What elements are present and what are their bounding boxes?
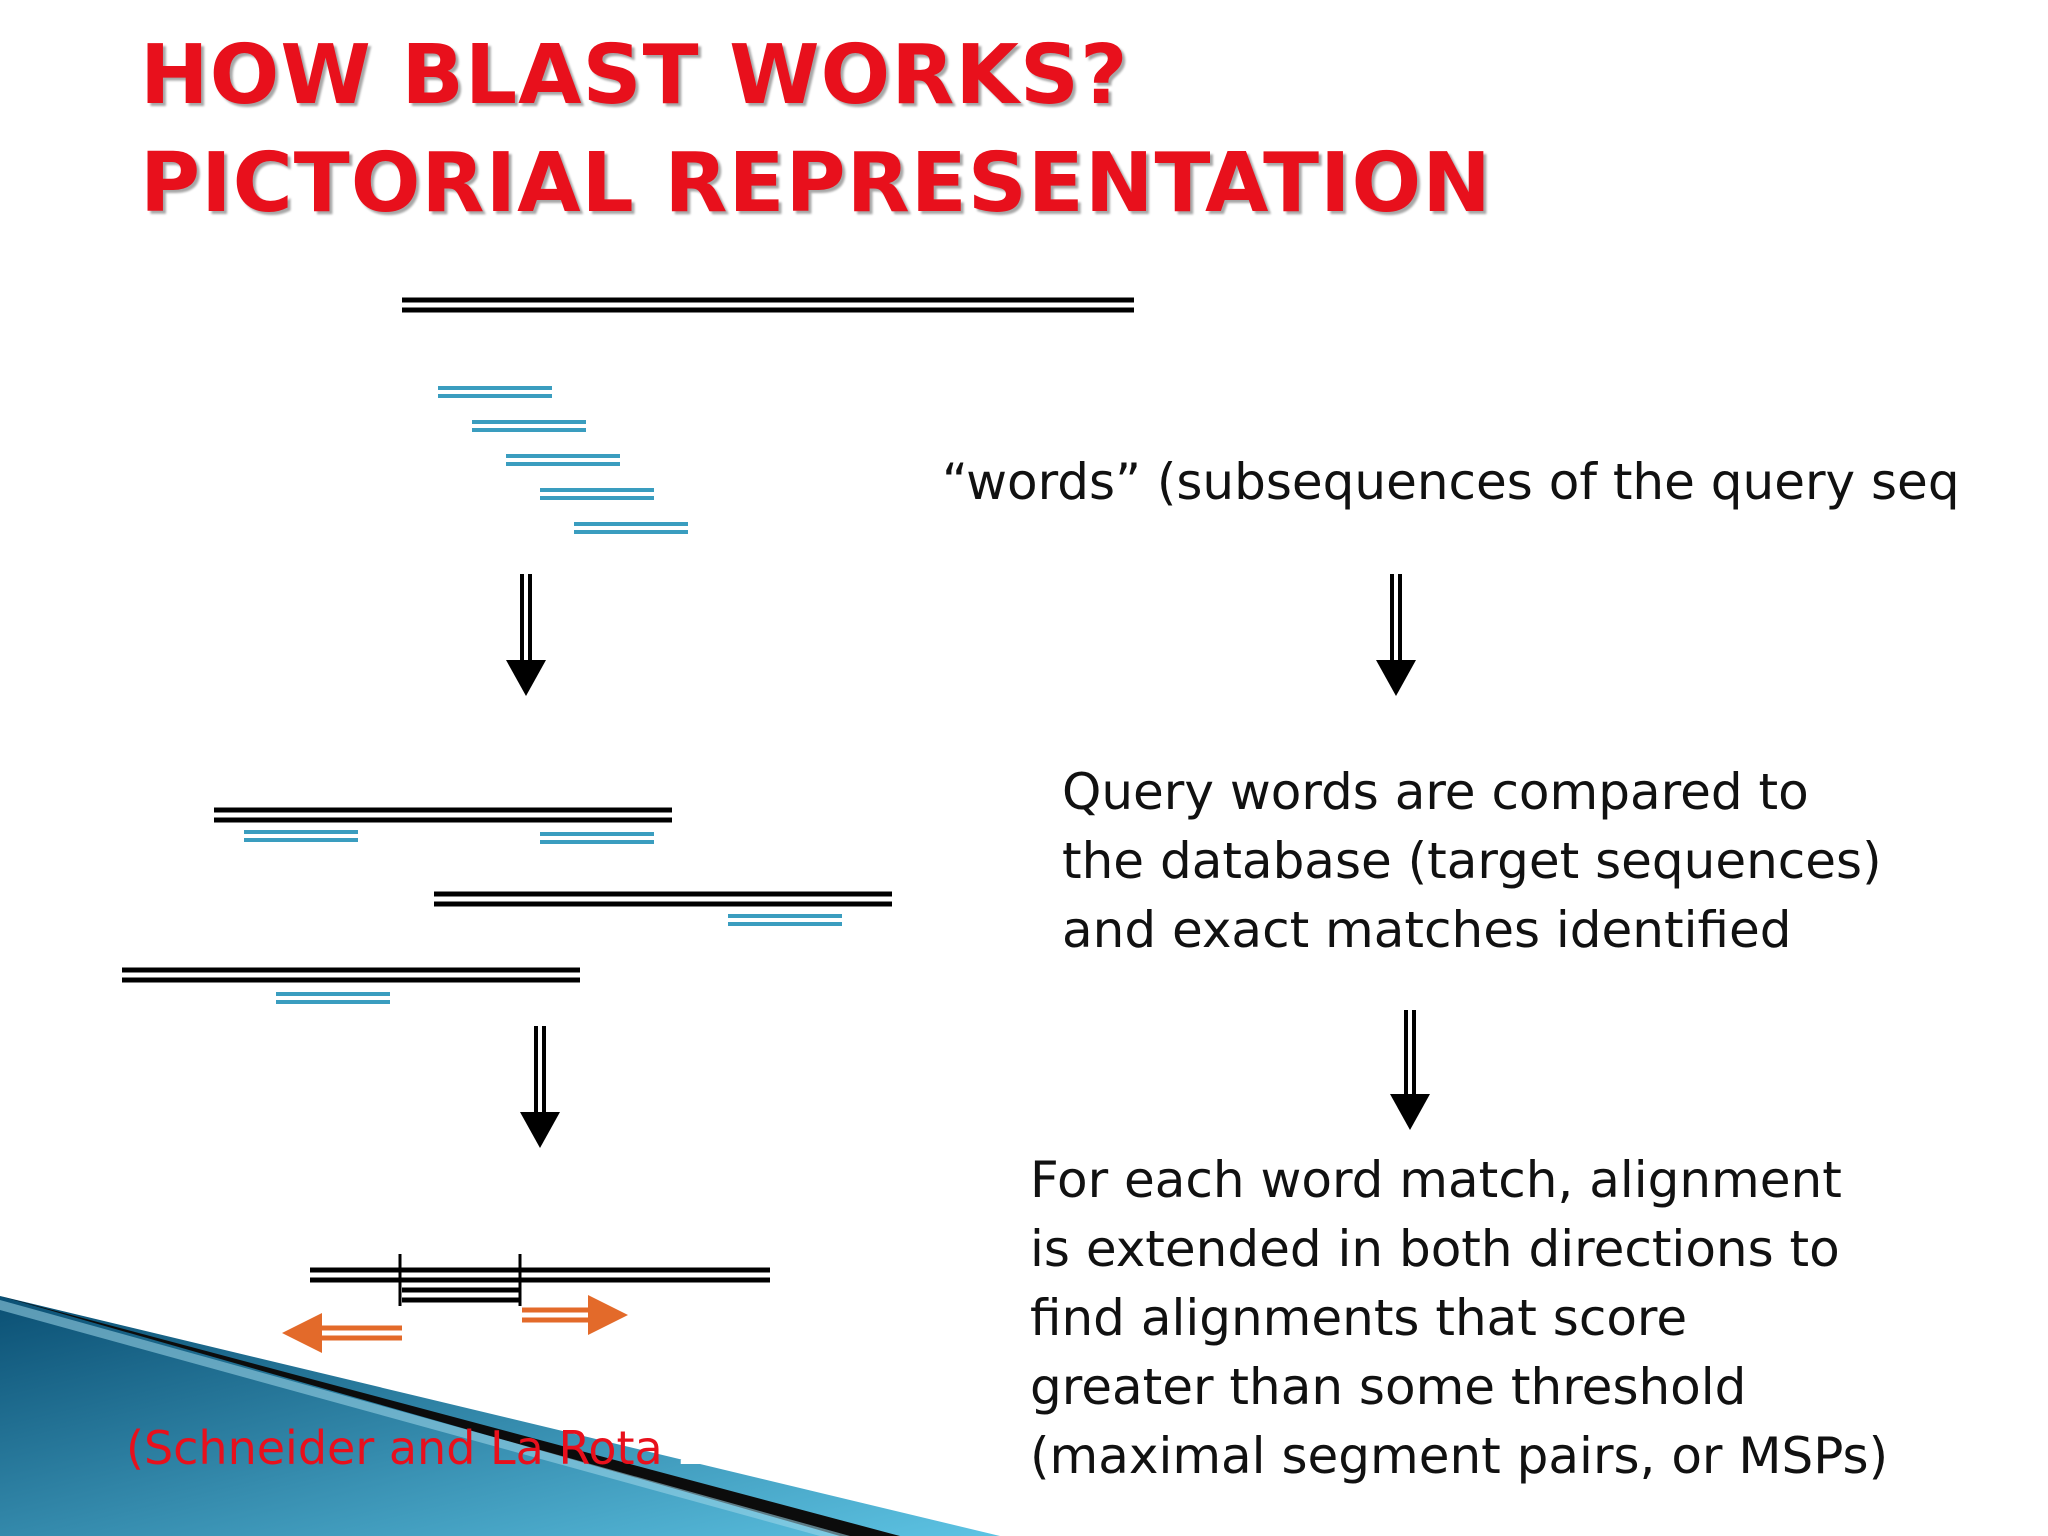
down-arrow-icon	[506, 574, 546, 696]
matched-word	[276, 992, 390, 1004]
extension-line: (maximal segment pairs, or MSPs)	[1030, 1427, 1889, 1485]
words-caption: “words” (subsequences of the query seq	[942, 453, 1960, 511]
target-sequence-line-1	[214, 807, 672, 823]
down-arrow-icon	[1376, 574, 1416, 696]
target-sequence-line-3	[122, 967, 580, 983]
comparison-line: Query words are compared to	[1062, 763, 1809, 821]
comparison-description: Query words are compared to the database…	[1062, 758, 1882, 965]
extension-description: For each word match, alignment is extend…	[1030, 1146, 1888, 1491]
extension-line: For each word match, alignment	[1030, 1151, 1842, 1209]
aligned-segment	[402, 1287, 520, 1303]
citation-author: (Schneider and La Rota	[126, 1421, 678, 1475]
citation-year: 2000)	[677, 1421, 813, 1475]
matched-word	[244, 830, 358, 842]
slide-title-line-2: PICTORIAL REPRESENTATION	[140, 136, 1492, 231]
matched-word	[728, 914, 842, 926]
comparison-line: and exact matches identified	[1062, 901, 1792, 959]
citation: (Schneider and La Rota 2000)	[126, 1418, 812, 1478]
down-arrow-icon	[520, 1026, 560, 1148]
query-sequence-line	[402, 297, 1134, 313]
slide-title-line-1: HOW BLAST WORKS?	[140, 28, 1129, 123]
comparison-line: the database (target sequences)	[1062, 832, 1882, 890]
target-sequence-line-2	[434, 891, 892, 907]
extension-line: greater than some threshold	[1030, 1358, 1747, 1416]
query-word-5	[574, 522, 688, 534]
matched-word	[540, 832, 654, 844]
left-arrow-icon	[282, 1313, 402, 1353]
query-word-2	[472, 420, 586, 432]
right-arrow-icon	[522, 1295, 628, 1335]
extension-line: is extended in both directions to	[1030, 1220, 1840, 1278]
corner-decoration	[0, 1296, 1000, 1536]
query-word-1	[438, 386, 552, 398]
down-arrow-icon	[1390, 1010, 1430, 1130]
extension-line: find alignments that score	[1030, 1289, 1688, 1347]
query-word-4	[540, 488, 654, 500]
alignment-sequence-line	[310, 1267, 770, 1283]
query-word-3	[506, 454, 620, 466]
